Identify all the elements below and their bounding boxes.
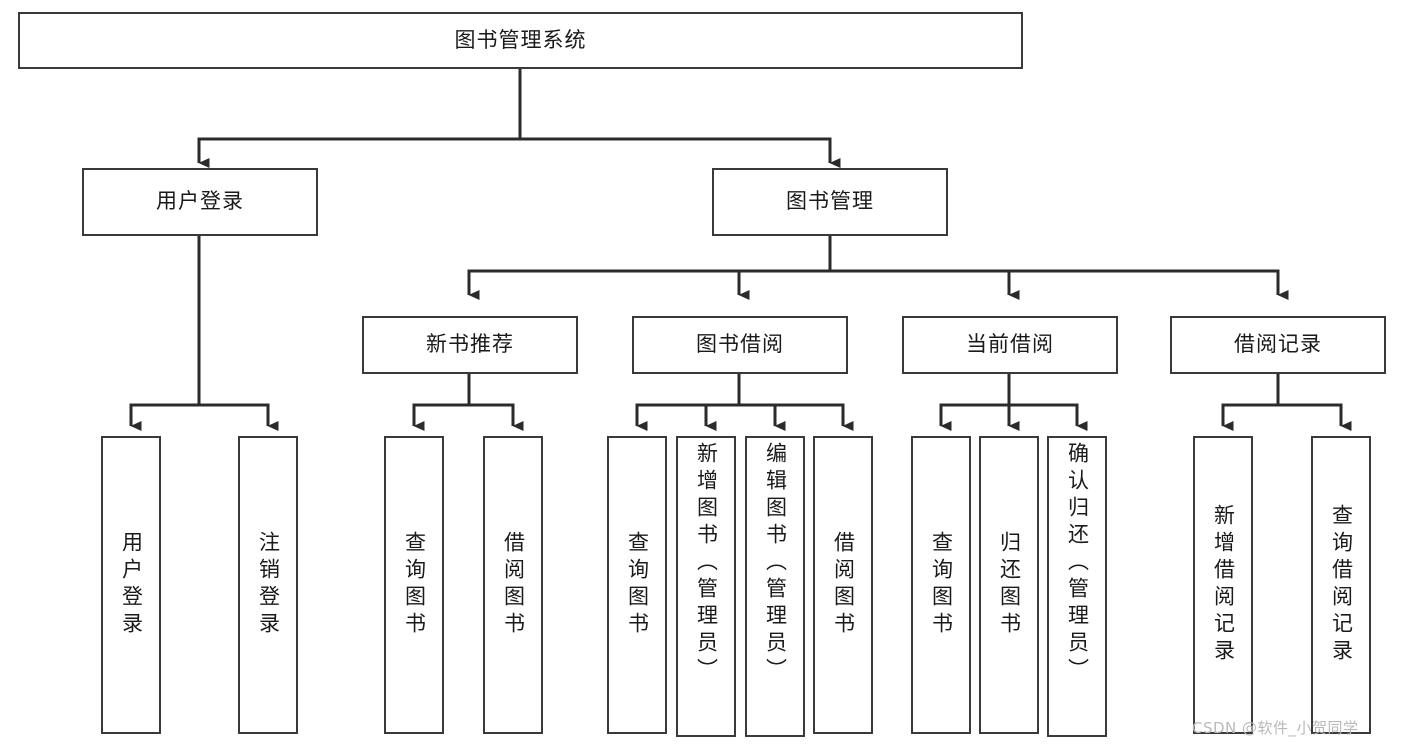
node-book-borrow-label: 图书借阅 — [696, 332, 784, 357]
node-current-borrow[interactable]: 当前借阅 — [902, 316, 1118, 374]
leaf-query-book-recommend-label: 查询图书 — [402, 531, 427, 639]
node-user-login[interactable]: 用户登录 — [82, 168, 318, 236]
leaf-query-borrow-record-label: 查询借阅记录 — [1329, 504, 1354, 666]
node-borrow-record-label: 借阅记录 — [1234, 332, 1322, 357]
leaf-query-book-current-label: 查询图书 — [929, 531, 954, 639]
leaf-confirm-return-admin[interactable]: 确认归还（管理员） — [1047, 436, 1107, 737]
leaf-add-borrow-record[interactable]: 新增借阅记录 — [1193, 436, 1253, 734]
leaf-return-book-label: 归还图书 — [997, 531, 1022, 639]
node-new-book-recommend-label: 新书推荐 — [426, 332, 514, 357]
csdn-watermark: CSDN @软件_小贺同学 — [1192, 719, 1359, 737]
node-root-label: 图书管理系统 — [454, 27, 587, 52]
leaf-add-book-admin[interactable]: 新增图书（管理员） — [676, 436, 736, 737]
node-book-management-label: 图书管理 — [786, 189, 874, 214]
node-new-book-recommend[interactable]: 新书推荐 — [362, 316, 578, 374]
leaf-return-book[interactable]: 归还图书 — [979, 436, 1039, 734]
leaf-query-book-borrow[interactable]: 查询图书 — [607, 436, 667, 734]
leaf-borrow-book-recommend-label: 借阅图书 — [501, 531, 526, 639]
leaf-query-book-current[interactable]: 查询图书 — [911, 436, 971, 734]
leaf-edit-book-admin[interactable]: 编辑图书（管理员） — [745, 436, 805, 737]
leaf-confirm-return-admin-label: 确认归还（管理员） — [1065, 442, 1090, 685]
node-current-borrow-label: 当前借阅 — [966, 332, 1054, 357]
leaf-borrow-book[interactable]: 借阅图书 — [813, 436, 873, 734]
node-user-login-label: 用户登录 — [156, 189, 244, 214]
leaf-query-book-recommend[interactable]: 查询图书 — [384, 436, 444, 734]
leaf-borrow-book-recommend[interactable]: 借阅图书 — [483, 436, 543, 734]
leaf-logout[interactable]: 注销登录 — [238, 436, 298, 734]
leaf-add-borrow-record-label: 新增借阅记录 — [1211, 504, 1236, 666]
leaf-add-book-admin-label: 新增图书（管理员） — [694, 442, 719, 685]
node-book-borrow[interactable]: 图书借阅 — [632, 316, 848, 374]
leaf-logout-label: 注销登录 — [256, 531, 281, 639]
leaf-query-borrow-record[interactable]: 查询借阅记录 — [1311, 436, 1371, 734]
leaf-borrow-book-label: 借阅图书 — [831, 531, 856, 639]
leaf-user-login[interactable]: 用户登录 — [101, 436, 161, 734]
node-book-management[interactable]: 图书管理 — [712, 168, 948, 236]
leaf-query-book-borrow-label: 查询图书 — [625, 531, 650, 639]
node-root[interactable]: 图书管理系统 — [18, 12, 1023, 69]
leaf-user-login-label: 用户登录 — [119, 531, 144, 639]
leaf-edit-book-admin-label: 编辑图书（管理员） — [763, 442, 788, 685]
node-borrow-record[interactable]: 借阅记录 — [1170, 316, 1386, 374]
